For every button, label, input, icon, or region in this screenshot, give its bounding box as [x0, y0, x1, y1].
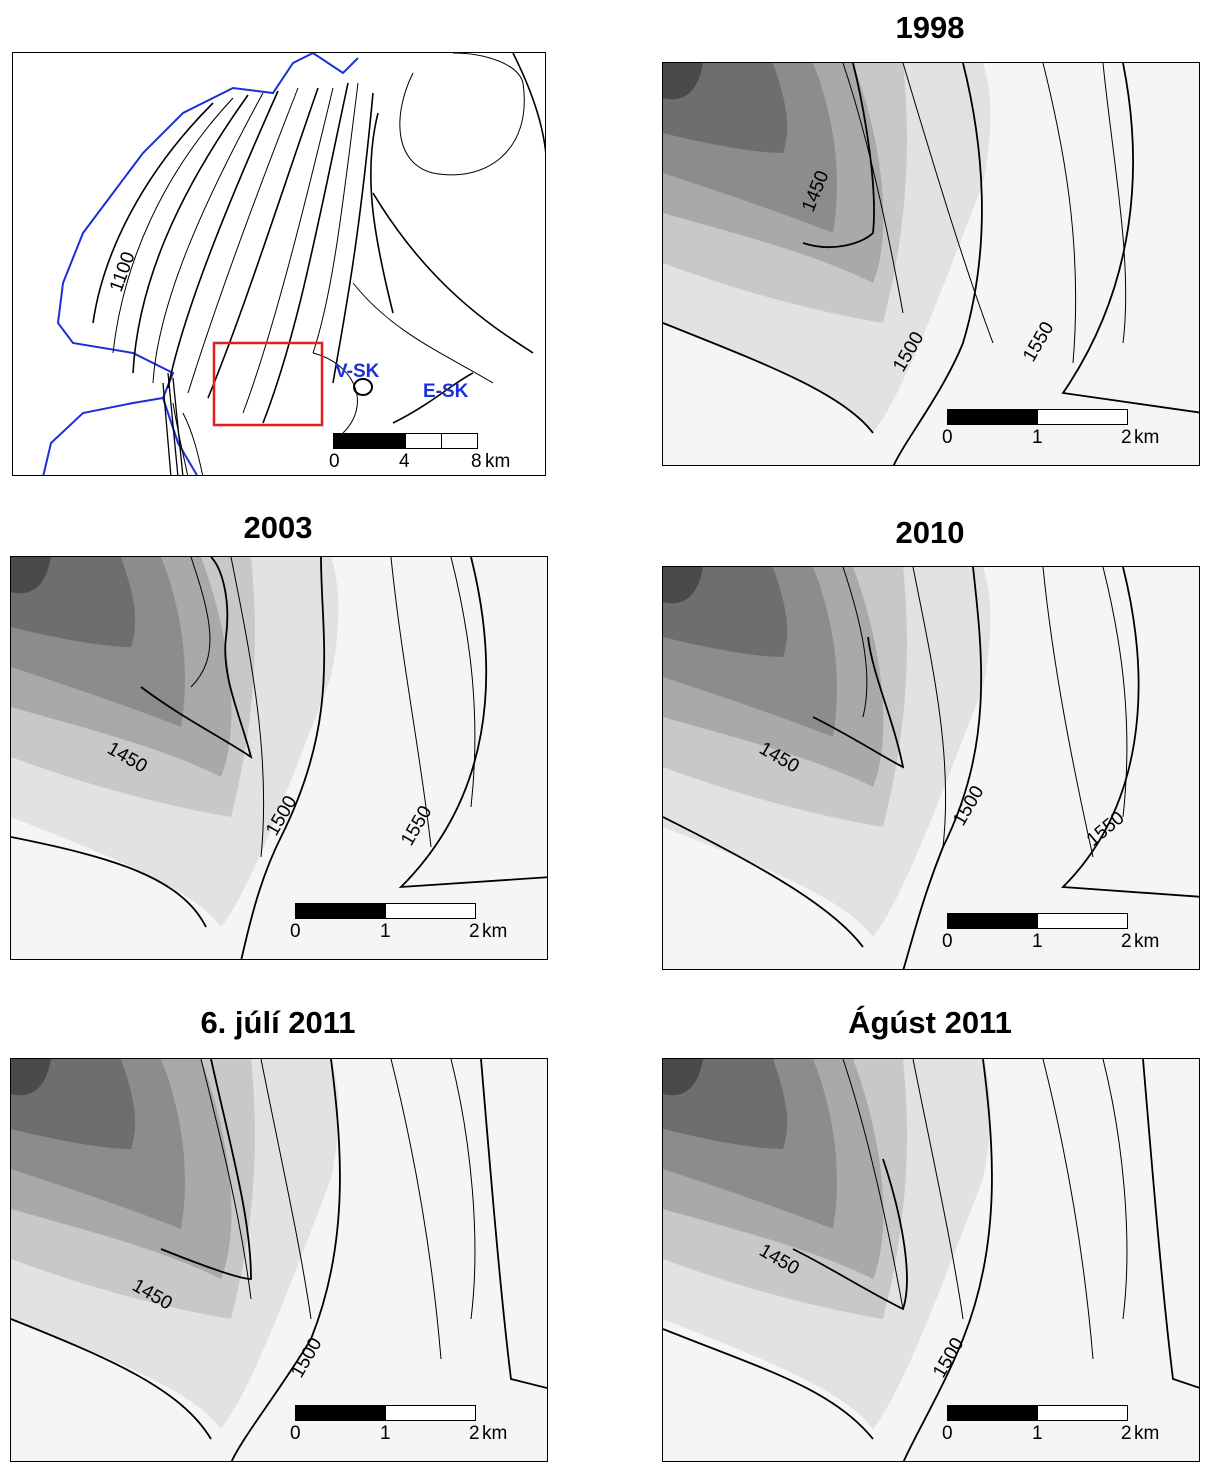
panel-title: Ágúst 2011 — [848, 1005, 1012, 1040]
scale-tick-label: 0 — [290, 921, 301, 942]
scale-unit-label: km — [482, 1423, 508, 1444]
scale-unit-label: km — [482, 921, 508, 942]
detail-map-frame: 1450 1500 0 1 2 km — [662, 1058, 1200, 1462]
scale-tick-label: 0 — [290, 1423, 301, 1444]
scale-unit-label: km — [1134, 931, 1160, 952]
panel-title: 2010 — [895, 515, 965, 550]
detail-map-svg: 1450 1500 1550 — [663, 567, 1199, 969]
scale-tick-label: 0 — [329, 451, 340, 472]
detail-map-svg: 1450 1500 1550 — [11, 557, 547, 959]
scale-tick-label: 4 — [399, 451, 410, 472]
panel-title: 2003 — [243, 510, 313, 545]
site-label-v-sk: V-SK — [335, 361, 380, 382]
inset-box — [212, 341, 324, 427]
scale-tick-label: 1 — [1032, 1423, 1043, 1444]
scale-unit-label: km — [1134, 1423, 1160, 1444]
scale-tick-label: 1 — [380, 1423, 391, 1444]
scale-tick-label: 2 — [469, 1423, 480, 1444]
detail-map-frame: 1450 1500 1550 0 1 2 km — [662, 62, 1200, 466]
detail-map-panel: 1998 — [652, 0, 1208, 472]
overview-map-svg: 1100 V-SK E-SK — [42, 53, 545, 475]
detail-map-svg: 1450 1500 — [11, 1059, 547, 1461]
scale-tick-label: 0 — [942, 427, 953, 448]
detail-scale-bar: 0 1 2 km — [942, 409, 1159, 453]
overview-map-panel: 1100 V-SK E-SK 0 4 8 km — [0, 0, 560, 490]
scale-tick-label: 2 — [1121, 1423, 1132, 1444]
scale-tick-label: 1 — [1032, 427, 1043, 448]
scale-tick-label: 2 — [469, 921, 480, 942]
scale-tick-label: 8 — [471, 451, 482, 472]
scale-tick-label: 0 — [942, 1423, 953, 1444]
detail-scale-bar: 0 1 2 km — [942, 913, 1159, 957]
detail-map-frame: 1450 1500 1550 0 1 2 km — [10, 556, 548, 960]
v-sk-depression — [353, 378, 373, 396]
scale-tick-label: 2 — [1121, 427, 1132, 448]
scale-tick-label: 0 — [942, 931, 953, 952]
scale-tick-label: 1 — [1032, 931, 1043, 952]
scale-tick-label: 1 — [380, 921, 391, 942]
detail-map-svg: 1450 1500 — [663, 1059, 1199, 1461]
detail-map-panel: 2003 — [0, 500, 556, 966]
site-label-e-sk: E-SK — [423, 381, 469, 402]
ice-margin-line — [42, 53, 359, 475]
detail-map-frame: 1450 1500 0 1 2 km — [10, 1058, 548, 1462]
scale-tick-label: 2 — [1121, 931, 1132, 952]
overview-scale-bar: 0 4 8 km — [329, 433, 510, 473]
scale-unit-label: km — [1134, 427, 1160, 448]
ice-margin-line — [162, 397, 198, 475]
detail-map-panel: Ágúst 2011 — [652, 995, 1208, 1468]
overview-map-frame: 1100 V-SK E-SK 0 4 8 km — [12, 52, 546, 476]
panel-title: 1998 — [895, 10, 965, 45]
detail-map-panel: 2010 — [652, 505, 1208, 976]
scale-unit-label: km — [485, 451, 511, 472]
detail-map-panel: 6. júlí 2011 — [0, 995, 556, 1468]
detail-scale-bar: 0 1 2 km — [290, 1405, 507, 1449]
detail-scale-bar: 0 1 2 km — [942, 1405, 1159, 1449]
detail-map-frame: 1450 1500 1550 0 1 2 km — [662, 566, 1200, 970]
panel-title: 6. júlí 2011 — [200, 1005, 356, 1040]
overview-contours — [92, 53, 545, 475]
detail-scale-bar: 0 1 2 km — [290, 903, 507, 947]
detail-map-svg: 1450 1500 1550 — [663, 63, 1199, 465]
